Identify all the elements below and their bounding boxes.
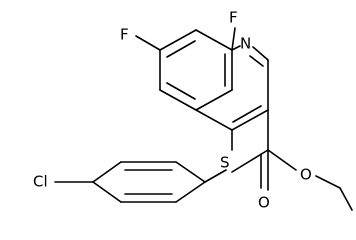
atom-label-chlorine: Cl bbox=[33, 173, 48, 191]
bond bbox=[166, 40, 196, 58]
benzo-ring bbox=[159, 29, 233, 111]
atom-label-sulfur: S bbox=[220, 154, 230, 172]
bond bbox=[195, 109, 233, 131]
atom-label-oxygen-carbonyl: O bbox=[258, 194, 270, 212]
bond bbox=[175, 181, 206, 203]
bond bbox=[252, 46, 269, 61]
bond bbox=[231, 109, 269, 131]
bond bbox=[195, 29, 233, 51]
atom-label-nitrogen: N bbox=[240, 35, 251, 53]
bond bbox=[231, 45, 241, 51]
bond bbox=[195, 89, 233, 111]
bond bbox=[315, 175, 341, 189]
atom-label-oxygen-ester: O bbox=[300, 166, 312, 184]
chlorophenyl-ring bbox=[92, 161, 206, 203]
bond bbox=[166, 82, 196, 100]
atom-label-fluorine: F bbox=[229, 9, 238, 27]
bond bbox=[159, 29, 197, 51]
pyridine-ring bbox=[195, 45, 269, 131]
bond bbox=[232, 105, 262, 123]
bond bbox=[92, 161, 122, 183]
bond bbox=[231, 149, 269, 173]
atom-label-fluorine: F bbox=[120, 26, 129, 44]
bond bbox=[339, 187, 353, 211]
bond bbox=[92, 181, 122, 203]
bond bbox=[135, 35, 161, 51]
bond bbox=[159, 89, 197, 111]
chemical-structure: F F N S Cl O O bbox=[33, 9, 353, 212]
bond bbox=[249, 55, 264, 67]
bond bbox=[231, 27, 236, 51]
bond bbox=[204, 169, 227, 183]
bond bbox=[267, 149, 297, 171]
bond bbox=[175, 161, 206, 183]
